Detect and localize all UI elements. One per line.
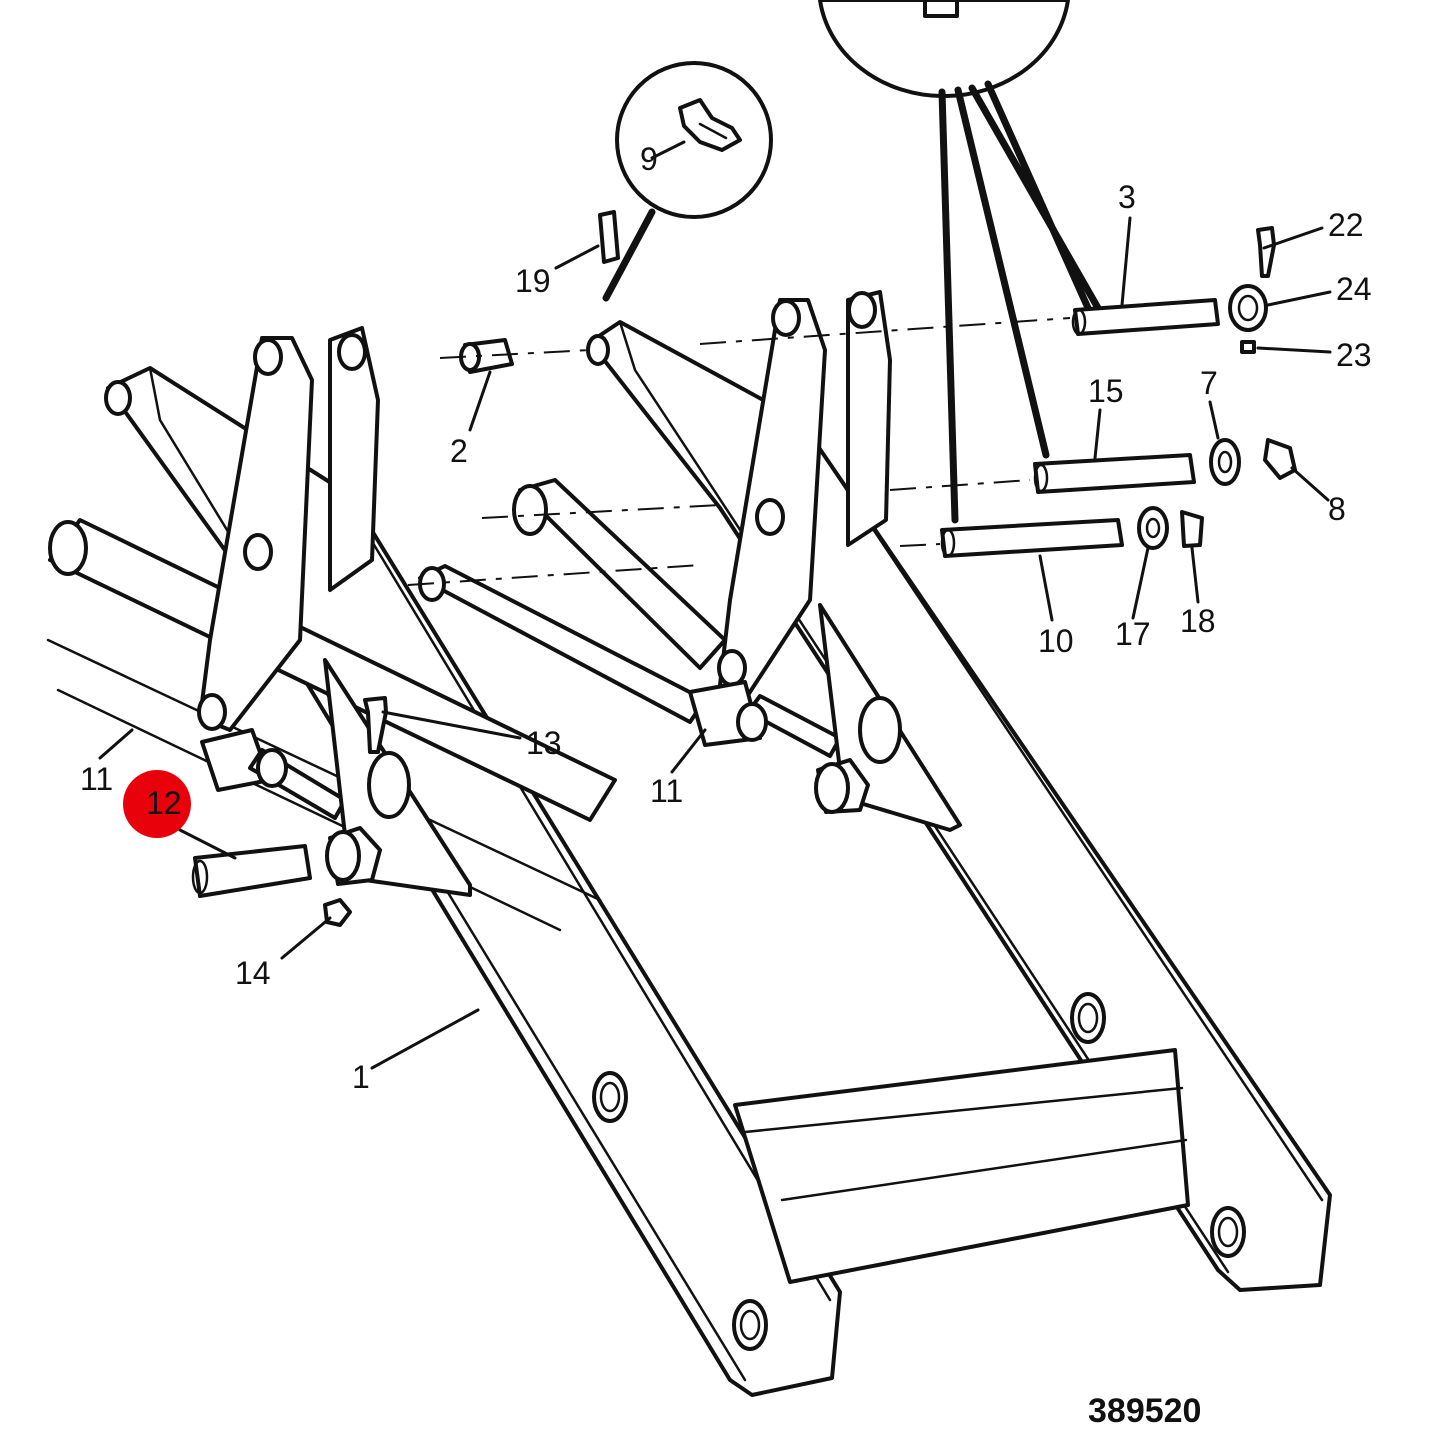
left-linkage bbox=[197, 326, 472, 897]
callout-7: 7 bbox=[1200, 365, 1218, 401]
callout-13: 13 bbox=[526, 725, 562, 761]
right-linkage bbox=[418, 290, 962, 832]
callout-18: 18 bbox=[1180, 603, 1216, 639]
callout-11-left: 11 bbox=[80, 761, 113, 797]
detail-circle-top bbox=[818, 0, 1102, 524]
leader-lines bbox=[98, 140, 1332, 1070]
callout-24: 24 bbox=[1336, 271, 1372, 307]
loose-parts bbox=[191, 210, 1297, 927]
detail-circle-grease-nipple bbox=[602, 61, 773, 302]
drawing-number: 389520 bbox=[1088, 1392, 1201, 1430]
callout-9: 9 bbox=[640, 141, 658, 177]
callout-2: 2 bbox=[450, 433, 468, 469]
callout-15: 15 bbox=[1088, 373, 1124, 409]
callout-1: 1 bbox=[352, 1059, 370, 1095]
callout-19: 19 bbox=[515, 263, 551, 299]
callout-17: 17 bbox=[1115, 616, 1151, 652]
callout-14: 14 bbox=[235, 955, 271, 991]
callout-3: 3 bbox=[1118, 179, 1136, 215]
callout-8: 8 bbox=[1328, 491, 1346, 527]
callout-10: 10 bbox=[1038, 623, 1074, 659]
highlight-marker bbox=[123, 770, 191, 838]
callout-12-highlighted: 12 bbox=[146, 785, 182, 821]
callout-labels: 9 19 2 3 22 24 23 15 7 8 10 17 18 13 11 … bbox=[80, 141, 1372, 1430]
callout-11-right: 11 bbox=[650, 773, 683, 809]
callout-22: 22 bbox=[1328, 207, 1364, 243]
callout-23: 23 bbox=[1336, 337, 1372, 373]
